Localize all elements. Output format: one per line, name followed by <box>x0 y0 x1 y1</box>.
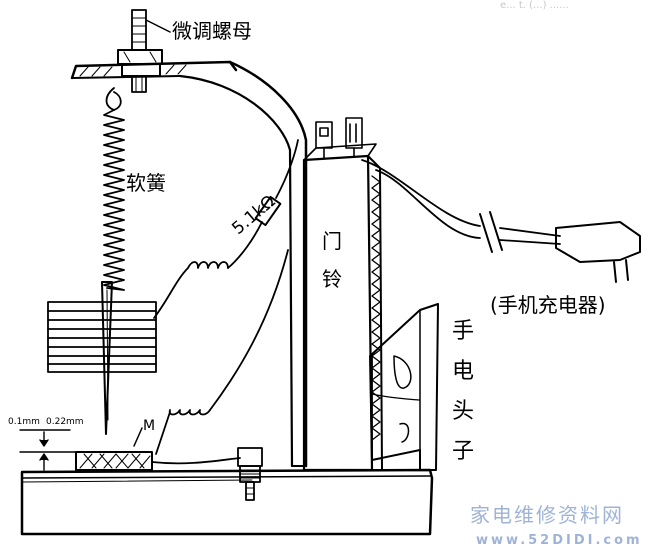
gap-dimension <box>19 429 81 471</box>
plate-m <box>75 427 153 471</box>
soft-spring <box>103 87 125 291</box>
ground-wire <box>151 249 289 465</box>
top-url-text: e... t. (...) ...... <box>500 0 569 11</box>
fine-adjust-nut <box>117 9 171 93</box>
watermark-text: 家电维修资料网 <box>470 503 624 527</box>
fine-nut-label: 微调螺母 <box>172 19 252 43</box>
flashlight-label-3: 头 <box>452 399 474 424</box>
doorbell-label-1: 门 <box>322 229 342 253</box>
charger-label: (手机充电器) <box>490 293 606 317</box>
resistor <box>254 195 282 227</box>
charger-cable <box>361 159 561 253</box>
flashlight-head <box>369 303 439 471</box>
resistor-wire <box>153 139 299 319</box>
base-screw <box>237 447 263 501</box>
weight-plates <box>47 301 157 373</box>
gap-max-label: 0.22mm <box>46 417 84 427</box>
doorbell-terminals <box>315 117 363 159</box>
contact-probe <box>101 281 113 435</box>
base <box>20 468 434 536</box>
flashlight-label-1: 手 <box>452 319 474 344</box>
top-bar-hatch <box>79 64 187 77</box>
charger-plug <box>555 221 641 283</box>
flashlight-label: 手 电 头 子 <box>452 319 474 464</box>
flashlight-label-2: 电 <box>452 359 474 384</box>
flashlight-label-4: 子 <box>452 439 474 464</box>
plate-m-label: M <box>143 418 155 434</box>
doorbell-label-2: 铃 <box>322 267 342 291</box>
watermark-url: www.52DIDI.com <box>476 533 643 548</box>
gap-min-label: 0.1mm <box>8 417 40 427</box>
spring-label: 软簧 <box>126 171 166 195</box>
